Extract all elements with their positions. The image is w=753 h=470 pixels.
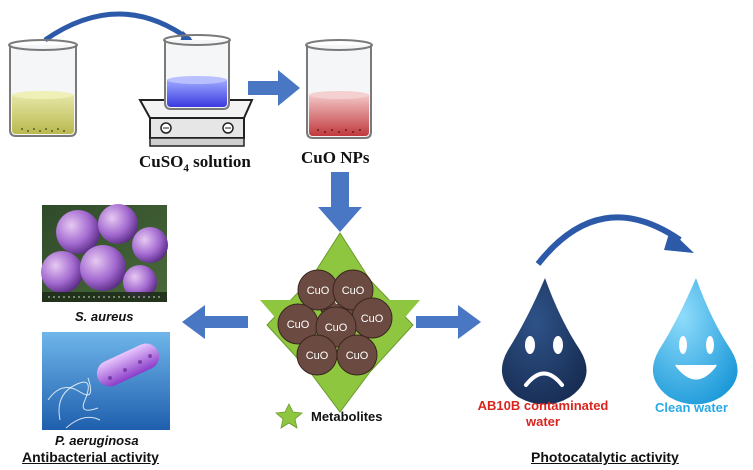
clean-droplet-icon [652, 278, 738, 405]
metabolites-label: Metabolites [311, 409, 383, 424]
clean-water-label: Clean water [655, 400, 728, 415]
cuo-particle-label: CuO [342, 285, 365, 297]
cuso4-main-text: CuSO [139, 152, 184, 171]
beaker-red [305, 39, 373, 139]
metabolites-legend-star-icon [275, 403, 303, 429]
cuo-particle-label: CuO [307, 285, 330, 297]
contaminated-line-1: AB10B contaminated [477, 398, 609, 413]
antibacterial-label: Antibacterial activity [22, 449, 159, 465]
s-aureus-image [41, 204, 168, 302]
contaminated-line-2: water [526, 414, 560, 429]
droplet-curved-arrow [535, 214, 694, 266]
beaker-blue [163, 34, 231, 110]
arrow-down [318, 172, 362, 232]
cuo-particle [336, 334, 378, 376]
cuo-cluster: CuOCuOCuOCuOCuOCuOCuOCuO [277, 269, 393, 376]
arrow-left [182, 305, 248, 339]
cuo-particle-label: CuO [306, 350, 329, 362]
cuo-particle-label: CuO [287, 319, 310, 331]
cuo-particle-label: CuO [361, 313, 384, 325]
arrow-to-cuo [248, 70, 300, 106]
cuo-nps-label: CuO NPs [301, 148, 370, 167]
contaminated-droplet-icon [501, 278, 587, 405]
arrow-right [416, 305, 481, 339]
cuo-particle-label: CuO [325, 322, 348, 334]
p-aeruginosa-image [42, 332, 170, 430]
contaminated-water-label: AB10B contaminated water [467, 398, 619, 430]
cuso4-label: CuSO4 solution [139, 152, 251, 174]
cuso4-rest-text: solution [188, 152, 251, 171]
p-aeruginosa-label: P. aeruginosa [55, 433, 139, 448]
photocatalytic-label: Photocatalytic activity [531, 449, 679, 465]
cuso4-subscript: 4 [183, 162, 189, 175]
s-aureus-label: S. aureus [75, 309, 134, 324]
cuo-particle-label: CuO [346, 350, 369, 362]
beaker-yellow [8, 39, 78, 137]
